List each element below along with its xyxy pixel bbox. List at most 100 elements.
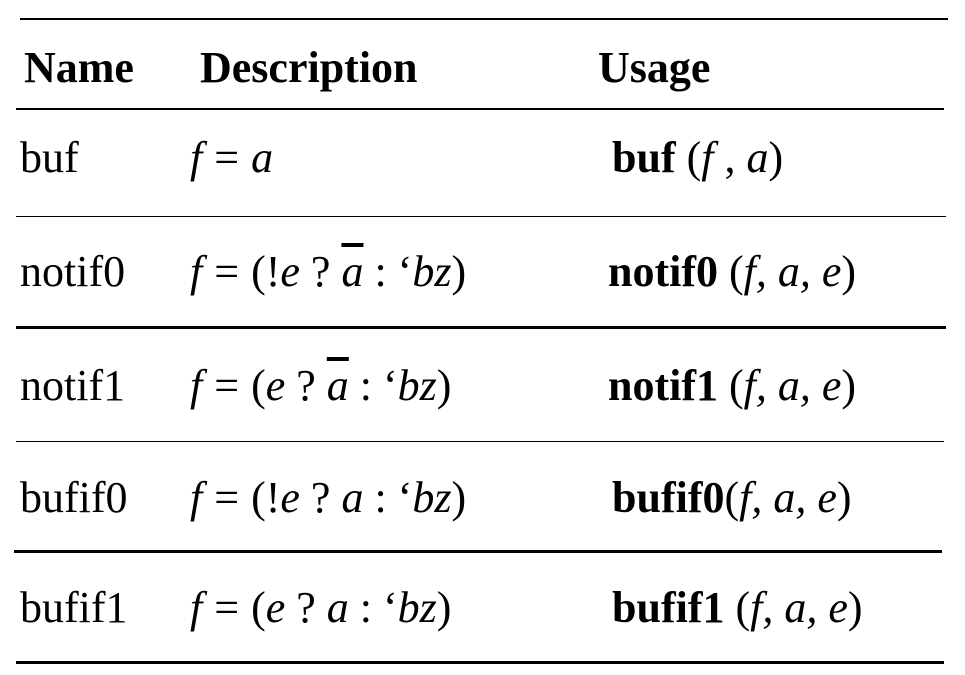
row-divider-4 <box>14 550 942 553</box>
desc-f: f <box>190 361 203 410</box>
desc-eq: = <box>214 361 240 410</box>
desc-val-inverted: a <box>341 247 364 296</box>
desc-eq: = <box>214 473 240 522</box>
desc-colon: : ‘ <box>348 583 398 632</box>
desc-close: ) <box>436 361 452 410</box>
desc-cond: e <box>280 247 300 296</box>
row-bufif0-usage: bufif0(f, a, e) <box>612 476 852 520</box>
desc-colon: : ‘ <box>348 361 398 410</box>
row-notif1-description: f=(e ? a : ‘bz) <box>190 364 451 408</box>
desc-colon: : ‘ <box>363 247 413 296</box>
usage-arg-e: e <box>821 361 842 410</box>
row-bufif1-description: f=(e ? a : ‘bz) <box>190 586 451 630</box>
usage-keyword: notif0 <box>608 247 718 296</box>
usage-sep: , <box>713 133 747 182</box>
usage-arg-a: a, <box>777 361 811 410</box>
desc-z: bz <box>412 473 452 522</box>
usage-space <box>767 361 778 410</box>
desc-close: ) <box>436 583 452 632</box>
desc-close: ) <box>451 473 467 522</box>
table-top-rule <box>20 18 948 20</box>
desc-open: (! <box>251 473 281 522</box>
usage-space <box>817 583 828 632</box>
row-buf-description: f=a <box>190 136 273 180</box>
usage-arg-f: f, <box>743 361 767 410</box>
row-notif0-name: notif0 <box>20 247 126 296</box>
desc-open: (! <box>251 247 281 296</box>
usage-arg-a: a, <box>777 247 811 296</box>
desc-val: a <box>341 473 364 522</box>
usage-arg-f: f, <box>739 473 763 522</box>
row-buf-name: buf <box>20 133 79 182</box>
row-notif1-name: notif1 <box>20 361 126 410</box>
desc-f: f <box>190 473 203 522</box>
usage-paren: ( <box>724 473 740 522</box>
header-description: Description <box>200 43 418 92</box>
usage-keyword: notif1 <box>608 361 718 410</box>
usage-arg-f: f <box>701 133 714 182</box>
header-bottom-rule <box>16 108 944 110</box>
usage-space <box>762 473 773 522</box>
usage-paren: ( <box>686 133 702 182</box>
desc-q: ? <box>285 583 327 632</box>
usage-paren-close: ) <box>768 133 784 182</box>
desc-open: ( <box>251 361 266 410</box>
usage-arg-f: f, <box>750 583 774 632</box>
row-bufif0-description: f=(!e ? a : ‘bz) <box>190 476 466 520</box>
desc-open: ( <box>251 583 266 632</box>
usage-arg-a: a, <box>773 473 807 522</box>
usage-arg-a: a, <box>784 583 818 632</box>
usage-space <box>773 583 784 632</box>
desc-eq: = <box>214 247 240 296</box>
usage-arg-f: f, <box>743 247 767 296</box>
usage-paren-close: ) <box>836 473 852 522</box>
desc-f: f <box>190 247 203 296</box>
row-bufif1-name: bufif1 <box>20 583 128 632</box>
usage-paren: ( <box>724 583 751 632</box>
header-usage: Usage <box>598 43 711 92</box>
usage-keyword: buf <box>612 133 676 182</box>
row-notif1-usage: notif1 (f, a, e) <box>608 364 856 408</box>
row-bufif1-usage: bufif1 (f, a, e) <box>612 586 863 630</box>
usage-space <box>811 247 822 296</box>
usage-paren: ( <box>718 247 744 296</box>
usage-keyword: bufif0 <box>612 473 725 522</box>
desc-cond: e <box>265 361 286 410</box>
usage-arg-e: e <box>828 583 848 632</box>
desc-q: ? <box>299 473 342 522</box>
table-bottom-rule <box>16 661 944 664</box>
desc-eq: = <box>214 133 240 182</box>
desc-q: ? <box>299 247 342 296</box>
desc-cond: e <box>280 473 300 522</box>
usage-arg-a: a <box>746 133 769 182</box>
desc-cond: e <box>265 583 286 632</box>
usage-space <box>806 473 817 522</box>
desc-q: ? <box>285 361 327 410</box>
row-divider-2 <box>16 326 946 329</box>
desc-z: bz <box>397 583 437 632</box>
usage-arg-e: e <box>821 247 842 296</box>
usage-space <box>811 361 822 410</box>
desc-val-inverted: a <box>326 361 349 410</box>
desc-f: f <box>190 583 203 632</box>
usage-paren-close: ) <box>841 247 857 296</box>
desc-z: bz <box>397 361 437 410</box>
usage-paren-close: ) <box>841 361 857 410</box>
usage-keyword: bufif1 <box>612 583 725 632</box>
desc-a: a <box>251 133 274 182</box>
desc-colon: : ‘ <box>363 473 413 522</box>
row-buf-usage: buf (f , a) <box>612 136 783 180</box>
row-notif0-usage: notif0 (f, a, e) <box>608 250 856 294</box>
desc-f: f <box>190 133 203 182</box>
desc-eq: = <box>214 583 240 632</box>
row-divider-3 <box>16 441 944 442</box>
row-divider-1 <box>16 216 946 217</box>
row-bufif0-name: bufif0 <box>20 473 128 522</box>
desc-z: bz <box>412 247 452 296</box>
usage-space <box>767 247 778 296</box>
header-name: Name <box>24 43 134 92</box>
row-notif0-description: f=(!e ? a : ‘bz) <box>190 250 466 294</box>
usage-paren: ( <box>718 361 744 410</box>
desc-val: a <box>326 583 349 632</box>
usage-arg-e: e <box>817 473 837 522</box>
